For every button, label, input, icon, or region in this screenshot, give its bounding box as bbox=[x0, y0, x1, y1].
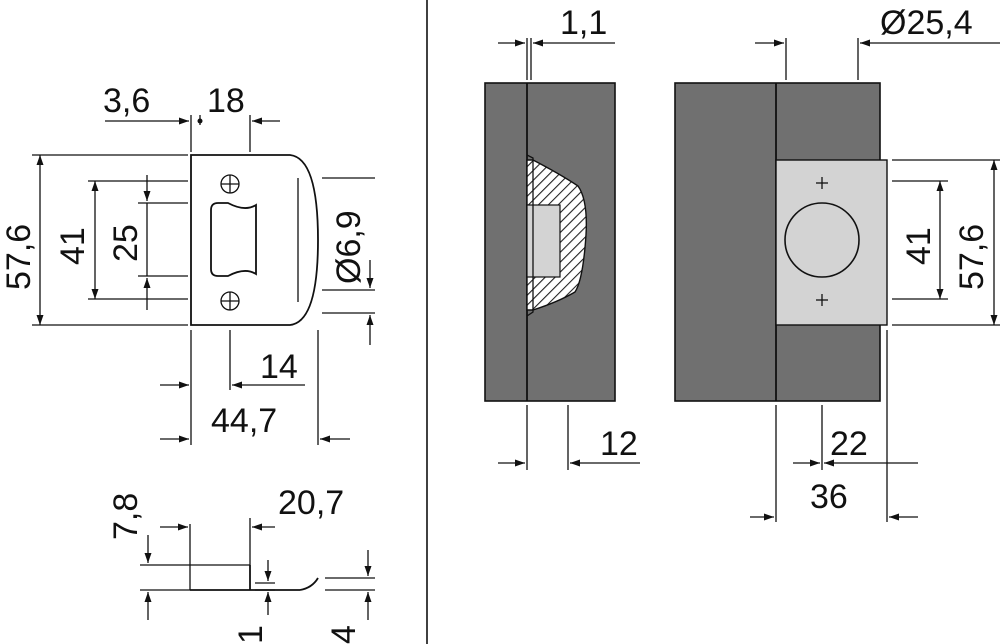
dim-36: 36 bbox=[810, 478, 848, 516]
screw-hole-top bbox=[220, 174, 240, 194]
dim-57-6-left: 57,6 bbox=[0, 224, 38, 290]
dim-3-6: 3,6 bbox=[103, 82, 150, 120]
dim-41-left: 41 bbox=[54, 227, 92, 265]
dim-7-8: 7,8 bbox=[107, 493, 145, 540]
dim-57-6-right: 57,6 bbox=[953, 224, 991, 290]
dim-dia-25-4: Ø25,4 bbox=[880, 4, 973, 42]
door-frame-front-view bbox=[674, 38, 1000, 522]
dim-14: 14 bbox=[260, 348, 298, 386]
bore-hole bbox=[784, 202, 860, 278]
strike-plate-outline bbox=[190, 154, 319, 326]
screw-hole-bottom bbox=[220, 291, 240, 311]
dim-22: 22 bbox=[830, 425, 868, 463]
dim-4: 4 bbox=[325, 625, 363, 644]
strike-plate-front-view bbox=[190, 154, 319, 326]
dim-1-1: 1,1 bbox=[560, 4, 607, 42]
dim-1: 1 bbox=[232, 625, 270, 644]
dim-20-7: 20,7 bbox=[278, 484, 344, 522]
latch-pocket bbox=[526, 204, 561, 278]
left-dimensions bbox=[32, 115, 375, 445]
dim-12: 12 bbox=[600, 425, 638, 463]
dim-dia-6-9: Ø6,9 bbox=[330, 210, 368, 284]
dim-41-right: 41 bbox=[900, 227, 938, 265]
screw-mark-top bbox=[816, 177, 828, 189]
dim-44-7: 44,7 bbox=[211, 402, 277, 440]
dim-25: 25 bbox=[107, 224, 145, 262]
screw-mark-bottom bbox=[816, 294, 828, 306]
door-frame-section-view bbox=[484, 38, 640, 470]
strike-plate-side-view bbox=[140, 518, 375, 620]
latch-opening bbox=[210, 202, 257, 277]
dim-18: 18 bbox=[207, 82, 245, 120]
